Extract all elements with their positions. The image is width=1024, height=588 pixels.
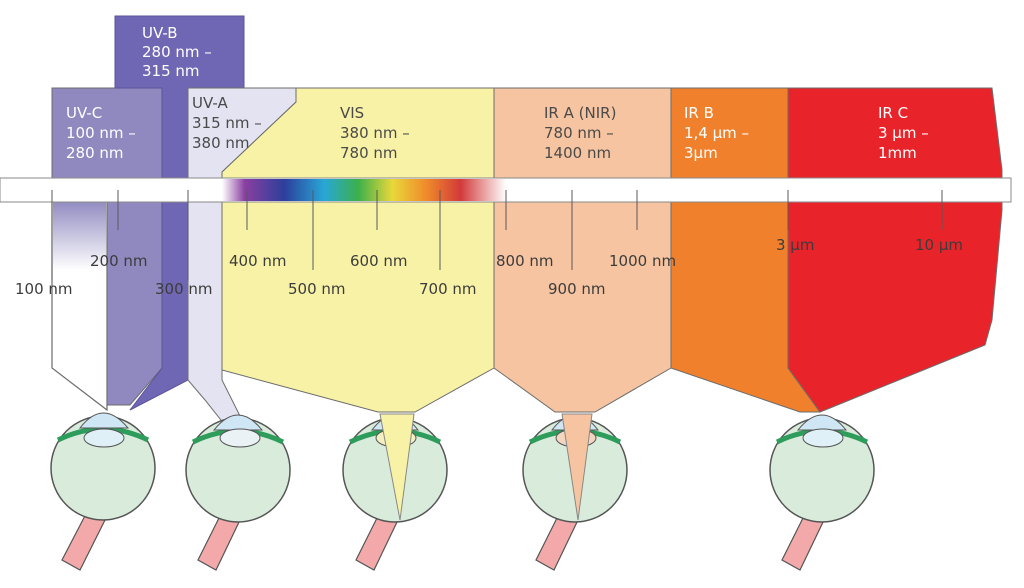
eye-uva [185, 414, 291, 571]
scale-label-500nm: 500 nm [288, 280, 346, 298]
ira-name: IR A (NIR) [544, 104, 616, 122]
scale-label-600nm: 600 nm [350, 252, 408, 270]
scale-ticks [51, 190, 943, 280]
irc-range-start: 3 µm – [878, 124, 929, 142]
band-irc [787, 87, 1003, 413]
irc-range-end: 1mm [878, 144, 917, 162]
uva-name: UV-A [192, 94, 228, 112]
uvb-range-end: 315 nm [142, 62, 200, 80]
scale-label-900nm: 900 nm [548, 280, 606, 298]
scale-label-700nm: 700 nm [419, 280, 477, 298]
uvc-name: UV-C [66, 104, 102, 122]
scale-label-100nm: 100 nm [15, 280, 73, 298]
band-uvb [114, 15, 245, 411]
scale-label-200nm: 200 nm [90, 252, 148, 270]
band-labels: UV-B 280 nm – 315 nm UV-C 100 nm – 280 n… [66, 24, 929, 162]
ira-range-start: 780 nm – [544, 124, 614, 142]
irb-range-start: 1,4 µm – [684, 124, 749, 142]
cornea [78, 412, 130, 429]
uvc-range-start: 100 nm – [66, 124, 136, 142]
cornea [796, 414, 848, 431]
eye-vis [342, 413, 448, 571]
uvc-range-end: 280 nm [66, 144, 124, 162]
ira-range-end: 1400 nm [544, 144, 611, 162]
scale-label-1000nm: 1000 nm [609, 252, 676, 270]
irb-name: IR B [684, 104, 714, 122]
uvb-range-start: 280 nm – [142, 43, 212, 61]
irc-name: IR C [878, 104, 908, 122]
cornea [212, 414, 264, 431]
scale-labels: 200 nm 400 nm 600 nm 800 nm 1000 nm 3 µm… [15, 236, 963, 298]
irb-range-end: 3µm [684, 144, 718, 162]
light-cone [561, 413, 593, 521]
scale-label-400nm: 400 nm [229, 252, 287, 270]
uva-range-end: 380 nm [192, 134, 250, 152]
uvc-fade [53, 200, 106, 270]
scale-label-3um: 3 µm [776, 236, 814, 254]
vis-name: VIS [340, 104, 364, 122]
uva-range-start: 315 nm – [192, 114, 262, 132]
vis-range-end: 780 nm [340, 144, 398, 162]
eye-irc [769, 414, 875, 571]
uvb-name: UV-B [142, 24, 178, 42]
lens [802, 428, 844, 448]
vis-range-start: 380 nm – [340, 124, 410, 142]
lens [83, 428, 125, 448]
scale-label-300nm: 300 nm [155, 280, 213, 298]
light-cone [379, 413, 415, 521]
eye-uvc-uvb [50, 412, 156, 571]
scale-label-10um: 10 µm [915, 236, 963, 254]
lens [219, 428, 261, 448]
visible-spectrum-gradient [222, 179, 506, 201]
scale-label-800nm: 800 nm [496, 252, 554, 270]
eye-ira [522, 413, 628, 571]
